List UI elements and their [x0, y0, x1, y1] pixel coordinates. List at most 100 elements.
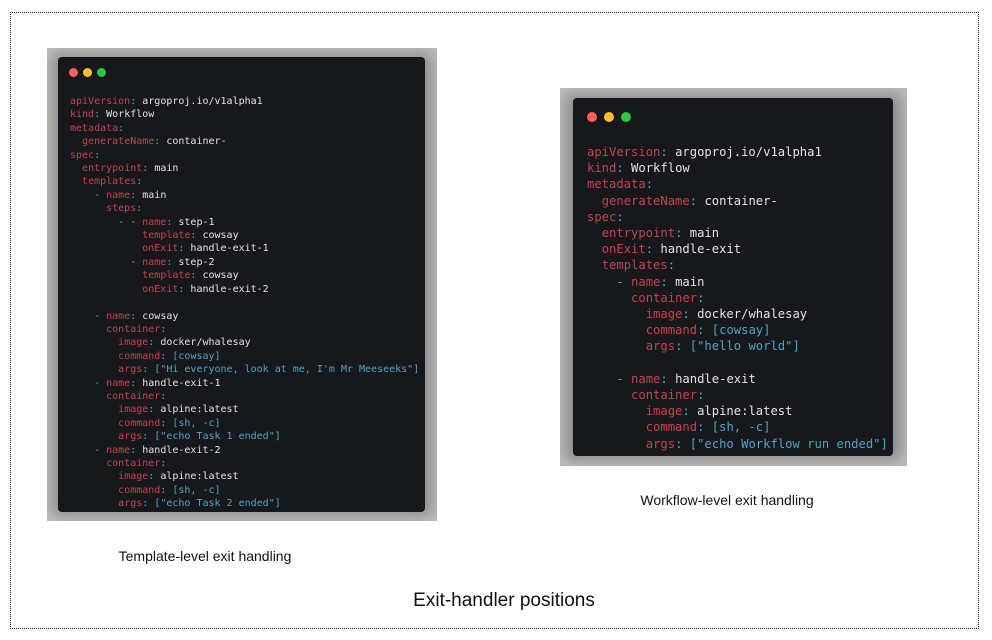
colon: :	[616, 161, 632, 176]
code-indent	[70, 243, 142, 254]
colon: :	[675, 339, 690, 354]
yaml-value: argoproj.io/v1alpha1	[142, 96, 263, 107]
code-line: entrypoint: main	[587, 225, 888, 241]
yaml-value: [sh, -c]	[172, 484, 221, 496]
colon: :	[148, 404, 161, 416]
diagram-border	[10, 12, 979, 629]
colon: :	[142, 364, 155, 376]
code-line: templates:	[70, 175, 419, 188]
yaml-key: generateName	[82, 136, 155, 148]
code-indent: -	[70, 377, 107, 389]
code-line: - - name: step-1	[70, 216, 419, 229]
code-line: container:	[70, 323, 419, 336]
yaml-key: apiVersion	[70, 96, 131, 107]
colon: :	[675, 226, 690, 241]
yaml-value: step-1	[178, 216, 215, 228]
colon: :	[689, 193, 705, 208]
colon: :	[178, 283, 191, 295]
yaml-value: handle-exit-2	[142, 444, 221, 456]
yaml-value: main	[675, 274, 705, 289]
yaml-key: command	[118, 350, 161, 362]
workflow-level-caption: Workflow-level exit handling	[640, 492, 814, 508]
code-line: command: [sh, -c]	[587, 419, 888, 435]
yaml-key: command	[645, 420, 698, 435]
yaml-key: image	[645, 307, 683, 322]
code-line: - name: step-2	[70, 256, 419, 269]
colon: :	[148, 337, 161, 349]
colon: :	[682, 307, 698, 322]
template-level-caption: Template-level exit handling	[118, 548, 292, 564]
code-line: command: [sh, -c]	[70, 484, 419, 497]
code-line: container:	[587, 290, 888, 306]
code-line: apiVersion: argoproj.io/v1alpha1	[70, 95, 419, 108]
code-indent	[70, 324, 106, 335]
colon: :	[130, 189, 143, 201]
yaml-value: argoproj.io/v1alpha1	[675, 145, 822, 159]
window-controls	[587, 112, 631, 122]
yaml-value: alpine:latest	[160, 404, 239, 416]
code-line: entrypoint: main	[70, 162, 419, 175]
code-indent	[587, 307, 646, 321]
code-indent: - -	[70, 216, 143, 228]
colon: :	[645, 242, 661, 257]
code-indent	[587, 437, 646, 451]
code-line: templates:	[587, 257, 888, 273]
code-indent	[70, 351, 118, 362]
yaml-value: cowsay	[202, 270, 239, 282]
code-line: args: ["hello world"]	[587, 338, 888, 354]
yaml-value: alpine:latest	[697, 404, 793, 419]
yaml-value: handle-exit-1	[190, 243, 269, 255]
yaml-key: container	[106, 457, 161, 469]
yaml-key: onExit	[142, 283, 179, 295]
code-indent: -	[70, 256, 143, 268]
code-line: - name: handle-exit-2	[70, 444, 419, 457]
colon: :	[160, 323, 173, 335]
colon: :	[160, 350, 173, 362]
colon: :	[660, 371, 676, 386]
colon: :	[136, 176, 149, 188]
yaml-value: handle-exit-1	[142, 377, 221, 389]
code-line: spec:	[70, 149, 419, 162]
colon: :	[616, 209, 632, 224]
yaml-value: main	[689, 226, 720, 241]
code-line: template: cowsay	[70, 269, 419, 282]
yaml-key: metadata	[70, 122, 119, 134]
yaml-key: template	[142, 230, 191, 242]
code-line: image: alpine:latest	[587, 403, 888, 419]
code-line: command: [cowsay]	[587, 322, 888, 338]
yaml-key: generateName	[601, 193, 690, 208]
code-line: - name: cowsay	[70, 310, 419, 323]
yaml-key: args	[645, 339, 676, 354]
code-indent	[70, 404, 118, 415]
code-line: onExit: handle-exit-1	[70, 242, 419, 255]
yaml-value: [cowsay]	[172, 350, 221, 362]
yaml-value: ["echo Task 2 ended"]	[154, 498, 281, 510]
code-line: generateName: container-	[587, 193, 888, 209]
code-indent	[70, 230, 142, 241]
yaml-key: templates	[82, 176, 137, 188]
code-line: image: docker/whalesay	[587, 306, 888, 322]
minimize-dot-icon	[83, 68, 92, 77]
colon: :	[136, 203, 149, 215]
code-line: container:	[70, 457, 419, 470]
colon: :	[148, 471, 161, 483]
code-indent	[70, 270, 142, 281]
code-line: args: ["echo Task 1 ended"]	[70, 430, 419, 443]
yaml-key: onExit	[601, 242, 646, 257]
yaml-key: name	[142, 256, 167, 268]
code-line	[70, 296, 419, 309]
code-indent	[70, 498, 118, 509]
code-indent	[70, 136, 82, 147]
yaml-value: Workflow	[631, 161, 690, 176]
colon: :	[178, 243, 191, 255]
code-line: template: cowsay	[70, 229, 419, 242]
code-indent	[70, 284, 142, 295]
zoom-dot-icon	[97, 68, 106, 77]
yaml-value: docker/whalesay	[160, 337, 251, 349]
yaml-key: image	[118, 337, 149, 349]
yaml-value: step-2	[178, 256, 215, 268]
code-line: image: alpine:latest	[70, 403, 419, 416]
code-line	[587, 355, 888, 371]
